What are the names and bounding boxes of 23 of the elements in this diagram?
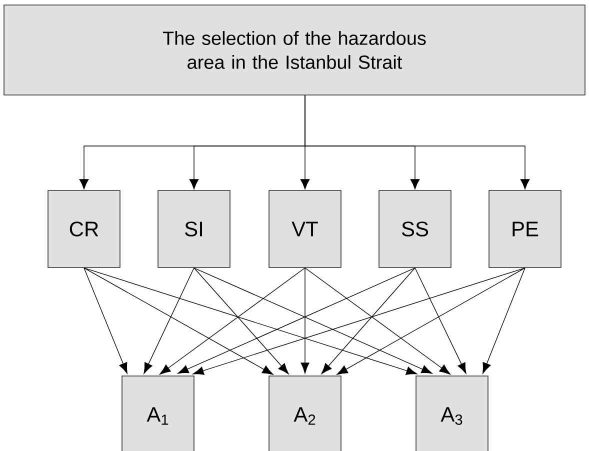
arrow (84, 268, 274, 375)
alternative-box: A$_{1}$ (122, 376, 194, 451)
arrow (194, 268, 289, 374)
arrow (304, 268, 450, 374)
title-box: The selection of the hazardous area in the Istanbul Strait (4, 4, 586, 96)
criterion-box: SI (158, 190, 230, 268)
arrow (336, 268, 526, 375)
arrow (192, 268, 526, 375)
criterion-box: VT (268, 190, 342, 268)
arrow (482, 268, 526, 374)
arrow (144, 268, 194, 374)
criterion-box: SS (378, 190, 452, 268)
alternative-box: A$_{3}$ (416, 376, 488, 451)
arrow (414, 268, 466, 374)
arrow (84, 268, 418, 375)
criterion-box: PE (488, 190, 562, 268)
arrow (321, 268, 416, 374)
alternative-box: A$_{2}$ (268, 376, 342, 451)
arrow (84, 268, 128, 374)
arrow (300, 268, 310, 374)
criterion-box: CR (48, 190, 120, 268)
arrow (304, 94, 530, 190)
arrow (160, 268, 306, 374)
